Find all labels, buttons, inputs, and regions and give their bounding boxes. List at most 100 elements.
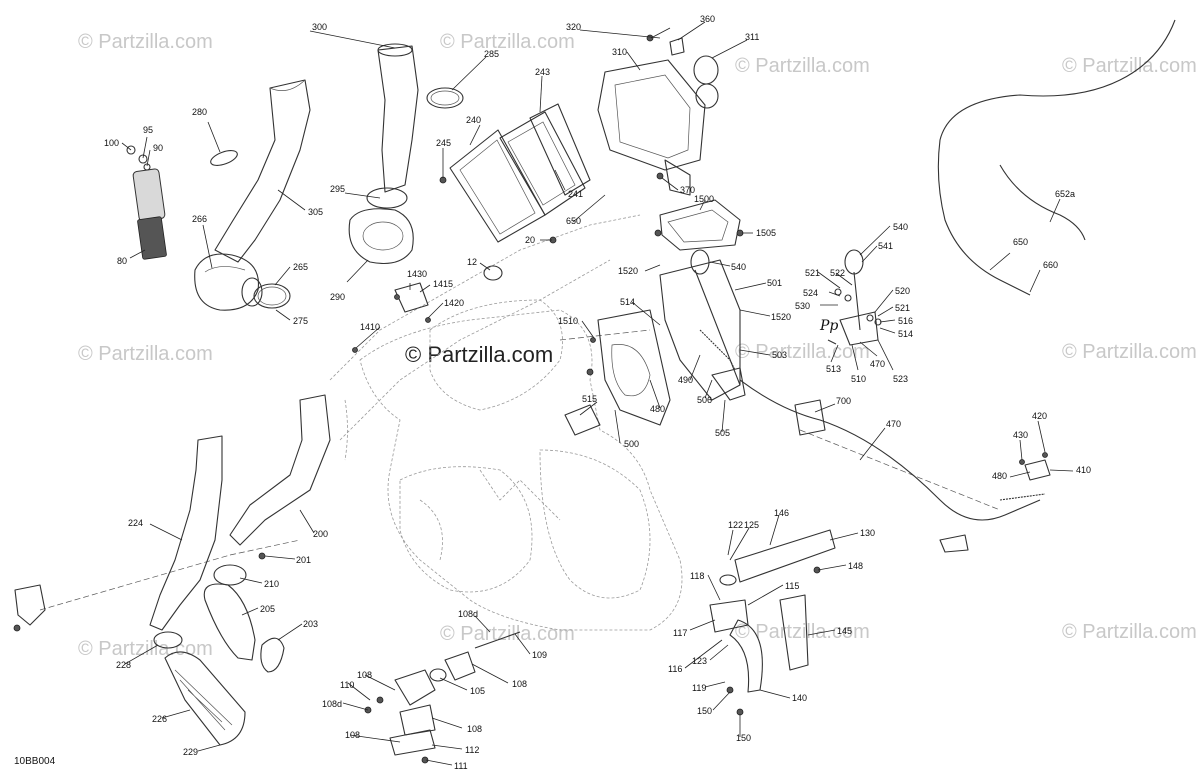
watermark-text: © Partzilla.com <box>735 341 870 363</box>
shift-cable <box>739 379 1051 553</box>
callout: 500 <box>624 439 639 449</box>
callout: 243 <box>535 67 550 77</box>
callout: 200 <box>313 529 328 539</box>
callout: 522 <box>830 268 845 278</box>
callout: 123 <box>692 656 707 666</box>
callout: 501 <box>767 278 782 288</box>
callout: 470 <box>886 419 901 429</box>
callout: 265 <box>293 262 308 272</box>
air-filters <box>449 103 591 243</box>
callout: 305 <box>308 207 323 217</box>
callout: 510 <box>851 374 866 384</box>
callout: 470 <box>870 359 885 369</box>
callout-labels: 100 95 90 80 280 305 266 265 275 300 285… <box>104 14 1091 771</box>
callout: 148 <box>848 561 863 571</box>
callout: 90 <box>153 143 163 153</box>
callout: 80 <box>117 256 127 266</box>
callout: 523 <box>893 374 908 384</box>
watermark-text: © Partzilla.com <box>1062 55 1197 77</box>
callout: 119 <box>692 683 706 693</box>
callout: 1520 <box>771 312 791 322</box>
callout: 205 <box>260 604 275 614</box>
callout: 1410 <box>360 322 380 332</box>
watermark-text: © Partzilla.com <box>440 623 575 645</box>
callout: 109 <box>532 650 547 660</box>
intake-duct-305 <box>194 79 311 311</box>
callout: 110 <box>340 680 354 690</box>
callout: 210 <box>264 579 279 589</box>
callout: 514 <box>620 297 635 307</box>
engine-ghost <box>329 214 683 631</box>
callout: 514 <box>898 329 913 339</box>
callout: 118 <box>690 571 704 581</box>
callout: 1420 <box>444 298 464 308</box>
module-1500 <box>654 199 744 251</box>
callout: 285 <box>484 49 499 59</box>
callout: 108 <box>357 670 372 680</box>
callout: 111 <box>454 761 468 771</box>
callout: 145 <box>837 626 852 636</box>
callout: 490 <box>678 375 693 385</box>
callout: 224 <box>128 518 143 528</box>
callout: 410 <box>1076 465 1091 475</box>
callout: 360 <box>700 14 715 24</box>
callout: 521 <box>805 268 820 278</box>
callout: 266 <box>192 214 207 224</box>
watermark-text: © Partzilla.com <box>78 343 213 365</box>
callout: 295 <box>330 184 345 194</box>
callout: 245 <box>436 138 451 148</box>
airbox-310 <box>597 34 719 196</box>
sensor-assembly <box>126 145 167 260</box>
dashed-reference-lines <box>39 329 1001 611</box>
watermark-main: © Partzilla.com <box>405 342 553 367</box>
callout: 122 <box>728 520 743 530</box>
callout: 95 <box>143 125 153 135</box>
callout: 650 <box>1013 237 1028 247</box>
callout: 370 <box>680 185 695 195</box>
callout: 150 <box>697 706 712 716</box>
callout: 310 <box>612 47 627 57</box>
shifter-linkage: Pp <box>819 249 882 346</box>
callout: 108d <box>458 609 478 619</box>
outlet-ducts <box>13 394 331 746</box>
callout: 540 <box>731 262 746 272</box>
callout: 125 <box>744 520 759 530</box>
callout: 201 <box>296 555 311 565</box>
watermark-text: © Partzilla.com <box>735 55 870 77</box>
diagram-code: 10BB004 <box>14 756 56 767</box>
callout: 480 <box>992 471 1007 481</box>
callout: 1510 <box>558 316 578 326</box>
watermark-text: © Partzilla.com <box>735 621 870 643</box>
callout: 100 <box>104 138 119 148</box>
watermark-text: © Partzilla.com <box>1062 341 1197 363</box>
callout: 430 <box>1013 430 1028 440</box>
watermark-text: © Partzilla.com <box>1062 621 1197 643</box>
callout: 117 <box>673 628 687 638</box>
callout: 503 <box>772 350 787 360</box>
callout: 240 <box>466 115 481 125</box>
callout: 229 <box>183 747 198 757</box>
callout: 541 <box>878 241 893 251</box>
callout: 520 <box>895 286 910 296</box>
callout: 105 <box>470 686 485 696</box>
callout: 150 <box>736 733 751 743</box>
callout: 1430 <box>407 269 427 279</box>
callout: 1520 <box>618 266 638 276</box>
callout: 513 <box>826 364 841 374</box>
callout: 20 <box>525 235 535 245</box>
leader-lines <box>121 21 1074 766</box>
callout: 420 <box>1032 411 1047 421</box>
callout: 1415 <box>433 279 453 289</box>
rear-mount <box>709 529 836 716</box>
callout: 140 <box>792 693 807 703</box>
callout: 116 <box>668 664 682 674</box>
svg-text:Pp: Pp <box>819 318 838 334</box>
callout: 1500 <box>694 194 714 204</box>
callout: 650 <box>566 216 581 226</box>
callout: 700 <box>836 396 851 406</box>
vent-hose <box>937 19 1176 296</box>
callout: 660 <box>1043 260 1058 270</box>
watermark-group: © Partzilla.com © Partzilla.com © Partzi… <box>78 31 1197 660</box>
